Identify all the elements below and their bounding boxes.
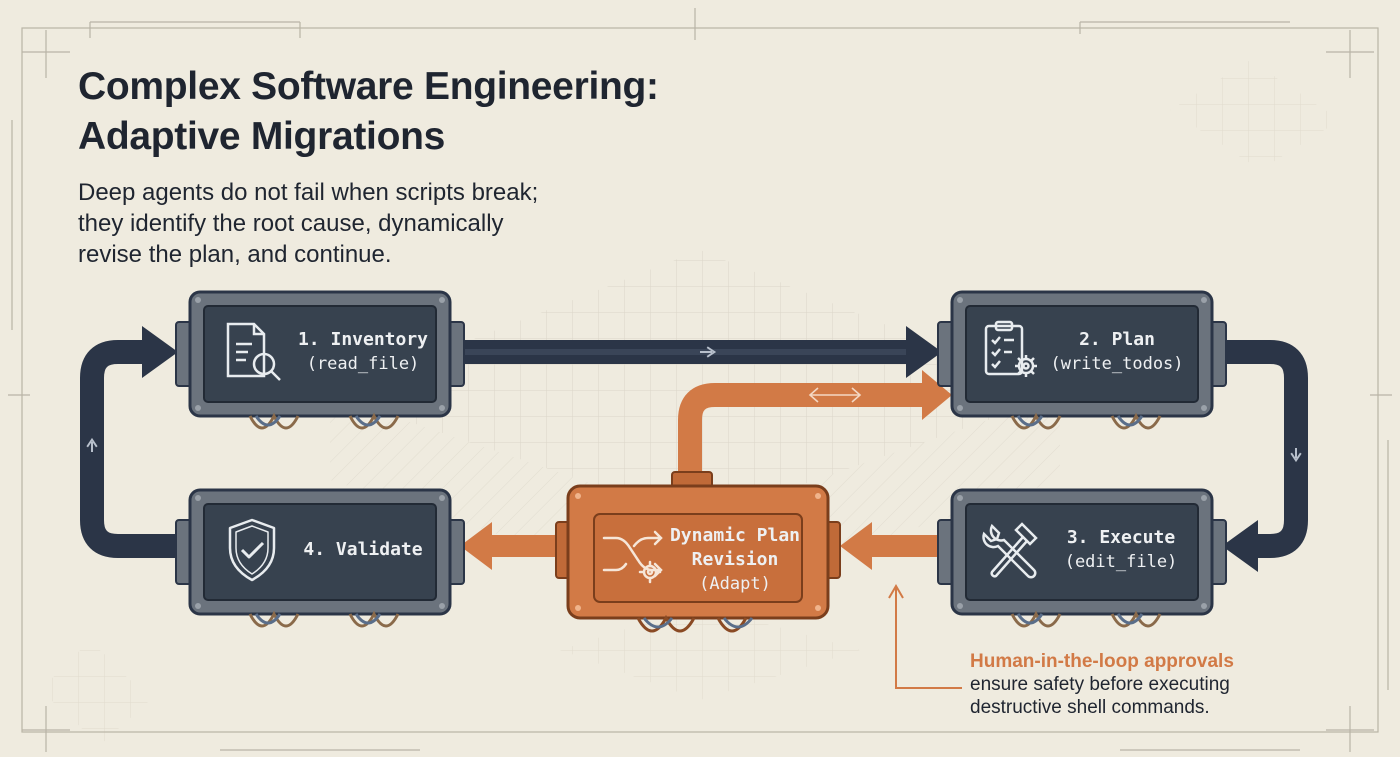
plan-label: 2. Plan (write_todos) bbox=[1042, 328, 1192, 376]
execute-tool: (edit_file) bbox=[1064, 552, 1178, 572]
page-title-line-1: Complex Software Engineering: bbox=[78, 65, 659, 108]
page-title-line-2: Adaptive Migrations bbox=[78, 115, 446, 158]
revision-label: Dynamic Plan Revision (Adapt) bbox=[660, 524, 810, 596]
revision-subtitle: (Adapt) bbox=[699, 574, 771, 594]
plan-title: 2. Plan bbox=[1079, 329, 1155, 350]
plan-tool: (write_todos) bbox=[1050, 354, 1184, 374]
revision-title-line-1: Dynamic Plan bbox=[669, 525, 801, 546]
document-search-icon bbox=[226, 322, 281, 381]
wrench-hammer-icon bbox=[982, 522, 1038, 579]
inventory-title: 1. Inventory bbox=[297, 329, 429, 350]
orange-pipe-network bbox=[460, 370, 952, 570]
module-dynamic-plan-revision bbox=[555, 471, 841, 633]
hitl-callout-line bbox=[888, 584, 962, 689]
hitl-note-line-2: ensure safety before executing bbox=[970, 674, 1230, 695]
inventory-tool: (read_file) bbox=[306, 354, 420, 374]
hitl-note-highlight: Human-in-the-loop approvals bbox=[970, 651, 1234, 672]
inventory-label: 1. Inventory (read_file) bbox=[288, 328, 438, 376]
revision-title-line-2: Revision bbox=[691, 549, 779, 570]
subtitle-line-2: they identify the root cause, dynamicall… bbox=[78, 210, 504, 237]
shield-check-icon bbox=[228, 518, 276, 582]
navy-pipe-network bbox=[80, 326, 1308, 572]
validate-label: 4. Validate bbox=[288, 538, 438, 562]
module-validate bbox=[175, 488, 465, 628]
subtitle-line-1: Deep agents do not fail when scripts bre… bbox=[78, 179, 539, 206]
validate-title: 4. Validate bbox=[303, 539, 423, 560]
module-plan bbox=[937, 290, 1227, 430]
execute-title: 3. Execute bbox=[1066, 527, 1176, 548]
subtitle-line-3: revise the plan, and continue. bbox=[78, 241, 392, 268]
page-title: Complex Software Engineering: Adaptive M… bbox=[78, 62, 838, 162]
execute-label: 3. Execute (edit_file) bbox=[1046, 526, 1196, 574]
shuffle-gear-icon bbox=[602, 530, 663, 584]
module-inventory bbox=[175, 290, 465, 430]
clipboard-gear-icon bbox=[984, 320, 1037, 377]
module-execute bbox=[937, 488, 1227, 628]
hitl-note-line-3: destructive shell commands. bbox=[970, 697, 1210, 718]
page-subtitle: Deep agents do not fail when scripts bre… bbox=[78, 177, 698, 270]
hitl-note: Human-in-the-loop approvals ensure safet… bbox=[970, 650, 1300, 719]
blueprint-frame bbox=[8, 8, 1392, 752]
